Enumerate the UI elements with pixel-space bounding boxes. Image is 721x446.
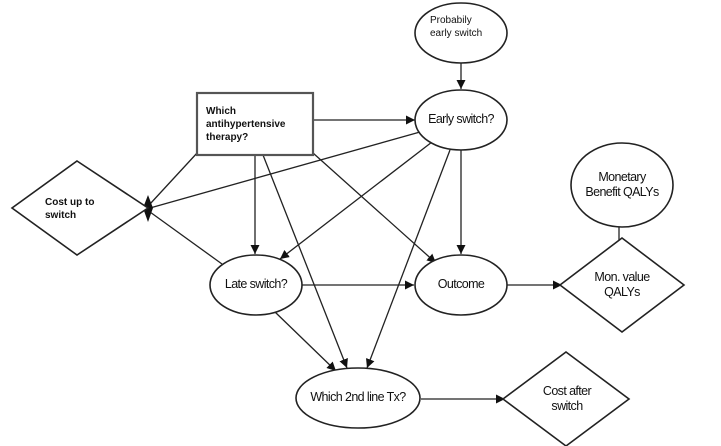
label-line: switch [551, 399, 583, 413]
label-line: Which 2nd line Tx? [310, 390, 406, 404]
label-line: QALYs [604, 285, 640, 299]
edge-therapy-to-cost-up-to-switch [149, 151, 199, 205]
label-line: early switch [430, 28, 483, 39]
label-monetary-benefit: Monetary Benefit QALYs [572, 170, 672, 200]
node-which-therapy-shape[interactable] [195, 91, 315, 157]
label-line: Probabily [430, 15, 472, 26]
edge-early-switch-to-cost-up-to-switch [149, 131, 421, 209]
label-early-switch: Early switch? [415, 112, 507, 127]
edge-early-switch-to-2nd-line [365, 149, 451, 369]
label-line: Early switch? [428, 112, 494, 126]
edges [149, 63, 624, 404]
label-line: Benefit QALYs [585, 185, 659, 199]
label-mon-value: Mon. value QALYs [577, 270, 667, 300]
label-which-therapy: Which antihypertensive therapy? [206, 105, 285, 144]
node-late-switch-shape[interactable] [209, 254, 303, 316]
label-line: therapy? [206, 132, 249, 143]
label-cost-up-to-switch: Cost up to switch [45, 196, 94, 222]
node-cost-up-to-switch-shape[interactable] [10, 160, 150, 256]
label-line: switch [45, 210, 77, 221]
label-which-2nd-line: Which 2nd line Tx? [296, 390, 420, 405]
label-outcome: Outcome [415, 277, 507, 292]
edge-late-switch-to-2nd-line [274, 311, 337, 372]
node-which-2nd-line-shape[interactable] [295, 367, 421, 429]
label-cost-after-switch: Cost after switch [522, 384, 612, 414]
node-early-switch-shape[interactable] [414, 89, 508, 151]
edge-early-switch-to-late-switch [279, 141, 433, 260]
node-mon-value-shape[interactable] [558, 236, 686, 334]
edge-late-switch-to-cost-up-to-switch [149, 211, 223, 265]
node-monetary-benefit-shape[interactable] [570, 142, 674, 228]
label-line: Late switch? [224, 277, 288, 291]
label-line: Monetary [598, 170, 646, 184]
label-line: Cost after [542, 384, 592, 398]
edge-therapy-to-2nd-line [262, 154, 348, 369]
label-line: antihypertensive [206, 119, 286, 130]
edge-therapy-to-outcome [312, 152, 437, 264]
label-late-switch: Late switch? [210, 277, 302, 292]
node-outcome-shape[interactable] [414, 254, 508, 316]
label-probably-early-switch: Probabily early switch [430, 14, 482, 40]
label-line: Mon. value [594, 270, 650, 284]
node-cost-after-switch-shape[interactable] [501, 351, 631, 446]
label-line: Cost up to [45, 197, 95, 208]
node-probably-early-switch-shape[interactable] [414, 2, 508, 64]
label-line: Outcome [437, 277, 485, 291]
label-line: Which [206, 106, 236, 117]
